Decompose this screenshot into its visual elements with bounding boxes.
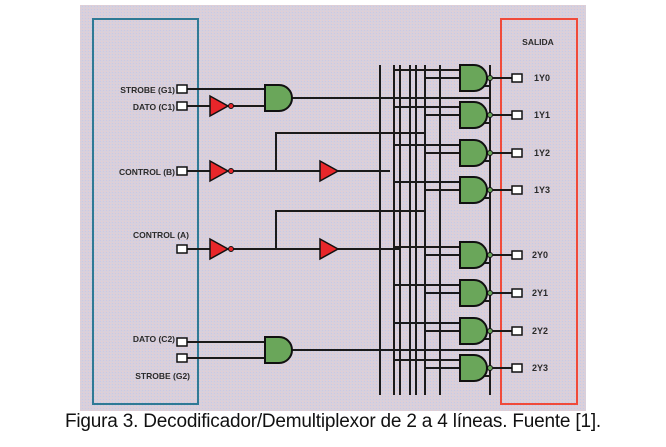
pin-connector <box>176 244 188 254</box>
nand-gate <box>459 317 488 345</box>
label-strobe-g1: STROBE (G1) <box>120 85 175 95</box>
nand-bubble <box>487 365 493 371</box>
pin-connector <box>176 166 188 176</box>
nand-gate <box>459 64 488 92</box>
buffer-gate <box>319 159 340 183</box>
nand-gate <box>459 241 488 269</box>
pin-connector <box>511 326 523 336</box>
inverter-bubble <box>228 103 234 109</box>
input-box <box>92 18 199 405</box>
inverter-gate <box>209 159 230 183</box>
inverter-gate <box>209 237 230 261</box>
nand-gate <box>459 139 488 167</box>
label-strobe-g2: STROBE (G2) <box>135 371 190 381</box>
pin-connector <box>511 73 523 83</box>
pin-connector <box>511 363 523 373</box>
pin-connector <box>511 110 523 120</box>
inverter-gate <box>209 94 230 118</box>
label-salida: SALIDA <box>522 37 554 47</box>
nand-gate <box>459 176 488 204</box>
nand-bubble <box>487 187 493 193</box>
gates <box>176 64 523 382</box>
decoder-diagram: STROBE (G1) DATO (C1) CONTROL (B) CONTRO… <box>80 5 586 411</box>
inverter-bubble <box>228 246 234 252</box>
label-control-b: CONTROL (B) <box>119 167 175 177</box>
buffer-gate <box>319 237 340 261</box>
and-gate <box>264 336 293 364</box>
wire <box>275 132 425 171</box>
label-2y3: 2Y3 <box>532 363 548 373</box>
label-control-a: CONTROL (A) <box>133 230 189 240</box>
nand-bubble <box>487 75 493 81</box>
nand-gate <box>459 354 488 382</box>
nand-gate <box>459 279 488 307</box>
pin-connector <box>176 337 188 347</box>
nand-bubble <box>487 150 493 156</box>
label-1y3: 1Y3 <box>534 185 550 195</box>
pin-connector <box>176 84 188 94</box>
label-2y0: 2Y0 <box>532 250 548 260</box>
nand-bubble <box>487 328 493 334</box>
nand-bubble <box>487 252 493 258</box>
wire <box>275 210 425 249</box>
and-gate <box>264 84 293 112</box>
label-dato-c1: DATO (C1) <box>133 102 175 112</box>
label-1y1: 1Y1 <box>534 110 550 120</box>
pin-connector <box>511 288 523 298</box>
pin-connector <box>511 148 523 158</box>
nand-bubble <box>487 112 493 118</box>
pin-connector <box>511 185 523 195</box>
figure-caption: Figura 3. Decodificador/Demultiplexor de… <box>65 411 601 432</box>
nand-gate <box>459 101 488 129</box>
pin-connector <box>176 101 188 111</box>
output-box <box>500 18 578 405</box>
label-1y0: 1Y0 <box>534 73 550 83</box>
label-2y2: 2Y2 <box>532 326 548 336</box>
inverter-bubble <box>228 168 234 174</box>
label-2y1: 2Y1 <box>532 288 548 298</box>
pin-connector <box>511 250 523 260</box>
label-1y2: 1Y2 <box>534 148 550 158</box>
nand-bubble <box>487 290 493 296</box>
label-dato-c2: DATO (C2) <box>133 334 175 344</box>
pin-connector <box>176 353 188 363</box>
